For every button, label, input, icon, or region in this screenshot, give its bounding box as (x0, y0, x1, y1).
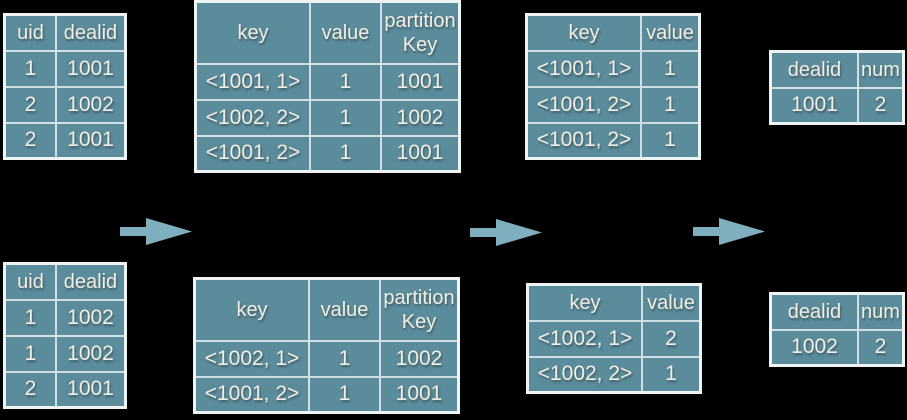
table-row: <1002, 2>1 (526, 355, 702, 394)
column-header: dealid (769, 50, 859, 89)
column-header: key (194, 0, 311, 65)
table-cell: 1001 (380, 62, 461, 101)
table-cell: 1 (640, 121, 701, 160)
table-cell: <1001, 1> (194, 62, 311, 101)
flow-arrow-icon (120, 218, 192, 245)
table-cell: 1002 (55, 334, 127, 373)
table-cell: 1 (640, 49, 701, 88)
table-row: <1001, 2>1 (525, 85, 701, 124)
table-cell: <1002, 1> (526, 319, 643, 358)
column-header: key (526, 283, 643, 322)
table-row: <1001, 2>1 (525, 121, 701, 160)
table-cell: 1002 (769, 328, 859, 367)
table-row: <1001, 1>1 (525, 49, 701, 88)
table-cell: 2 (641, 319, 702, 358)
table-cell: 2 (857, 86, 905, 125)
table-cell: 1002 (55, 298, 127, 337)
table-cell: <1001, 2> (194, 134, 311, 173)
table-cell: <1001, 2> (193, 375, 310, 414)
table-cell: 1001 (379, 375, 460, 414)
column-header: dealid (55, 13, 127, 52)
column-header: partition Key (379, 277, 460, 342)
table-cell: 1 (308, 375, 381, 414)
table-cell: 1 (309, 62, 382, 101)
table-cell: 1002 (55, 85, 127, 124)
table-cell: 1 (3, 334, 57, 373)
table-cell: 2 (3, 121, 57, 160)
table-cell: <1001, 1> (525, 49, 642, 88)
column-header: uid (3, 262, 57, 301)
flow-arrow-icon (693, 218, 765, 245)
table-cell: 1 (640, 85, 701, 124)
column-header: dealid (55, 262, 127, 301)
column-header: dealid (769, 292, 859, 331)
table-cell: 1 (309, 134, 382, 173)
table-cell: <1001, 2> (525, 85, 642, 124)
table-cell: 1 (3, 49, 57, 88)
table-cell: 1 (3, 298, 57, 337)
column-header: num (857, 292, 905, 331)
table-cell: <1002, 2> (526, 355, 643, 394)
table-cell: <1002, 2> (194, 98, 311, 137)
table-cell: 2 (3, 370, 57, 409)
column-header: value (641, 283, 702, 322)
table-cell: 2 (3, 85, 57, 124)
column-header: key (525, 13, 642, 52)
table-cell: <1001, 2> (525, 121, 642, 160)
table-row: <1002, 1>2 (526, 319, 702, 358)
column-header: num (857, 50, 905, 89)
column-header: value (308, 277, 381, 342)
table-cell: 1001 (55, 49, 127, 88)
table-cell: 1002 (379, 339, 460, 378)
column-header: partition Key (380, 0, 461, 65)
column-header: key (193, 277, 310, 342)
table-cell: 1001 (769, 86, 859, 125)
table-cell: 1 (308, 339, 381, 378)
table-cell: 2 (857, 328, 905, 367)
table-cell: 1001 (55, 121, 127, 160)
table-cell: 1002 (380, 98, 461, 137)
table-cell: 1001 (55, 370, 127, 409)
table-cell: 1 (309, 98, 382, 137)
table-cell: <1002, 1> (193, 339, 310, 378)
flow-arrow-icon (470, 219, 542, 246)
table-cell: 1 (641, 355, 702, 394)
column-header: value (640, 13, 701, 52)
column-header: value (309, 0, 382, 65)
table-cell: 1001 (380, 134, 461, 173)
column-header: uid (3, 13, 57, 52)
